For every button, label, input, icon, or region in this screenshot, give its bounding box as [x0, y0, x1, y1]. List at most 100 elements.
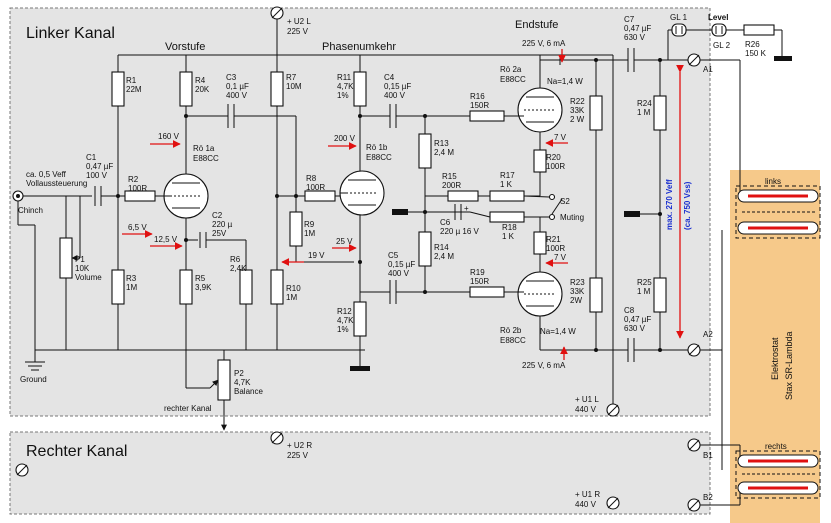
svg-text:400 V: 400 V	[388, 269, 410, 278]
p2-balance-pot[interactable]	[217, 359, 231, 401]
svg-text:1 K: 1 K	[500, 180, 513, 189]
svg-text:10K: 10K	[75, 264, 90, 273]
svg-text:R15: R15	[442, 172, 457, 181]
svg-text:150R: 150R	[470, 101, 489, 110]
svg-text:25V: 25V	[212, 229, 227, 238]
svg-text:R25: R25	[637, 278, 652, 287]
svg-text:+ U1 R: + U1 R	[575, 490, 600, 499]
svg-text:22M: 22M	[126, 85, 142, 94]
r19-resistor	[469, 286, 505, 298]
svg-text:R20: R20	[546, 153, 561, 162]
section-phasenumkehr: Phasenumkehr	[322, 41, 396, 53]
voltage-7v-bottom: 7 V	[545, 253, 568, 267]
svg-text:P1: P1	[75, 255, 85, 264]
svg-text:10M: 10M	[286, 82, 302, 91]
r11-resistor	[353, 71, 367, 107]
svg-text:R8: R8	[306, 174, 317, 183]
svg-text:150 K: 150 K	[745, 49, 767, 58]
svg-text:100R: 100R	[306, 183, 325, 192]
svg-text:rechter Kanal: rechter Kanal	[164, 404, 212, 413]
r20-resistor	[533, 149, 547, 173]
r10-resistor	[270, 269, 284, 305]
svg-text:R14: R14	[434, 243, 449, 252]
svg-text:Balance: Balance	[234, 387, 263, 396]
svg-text:220 µ: 220 µ	[212, 220, 233, 229]
voltage-200v: 200 V	[328, 134, 357, 150]
svg-text:6,5 V: 6,5 V	[128, 223, 147, 232]
svg-text:R1: R1	[126, 76, 137, 85]
svg-text:Rö 2a: Rö 2a	[500, 65, 522, 74]
svg-text:R16: R16	[470, 92, 485, 101]
svg-text:Muting: Muting	[560, 213, 584, 222]
svg-text:E88CC: E88CC	[193, 154, 219, 163]
section-vorstufe: Vorstufe	[165, 41, 205, 53]
svg-text:4,7K: 4,7K	[337, 82, 354, 91]
svg-text:R24: R24	[637, 99, 652, 108]
svg-text:R21: R21	[546, 235, 561, 244]
svg-text:R7: R7	[286, 73, 297, 82]
p1-volume-pot[interactable]	[59, 237, 73, 279]
r15-resistor	[447, 190, 479, 202]
svg-text:225 V: 225 V	[287, 27, 309, 36]
svg-text:C3: C3	[226, 73, 237, 82]
svg-text:B2: B2	[703, 493, 713, 502]
svg-text:Na=1,4 W: Na=1,4 W	[547, 77, 583, 86]
r8-resistor	[304, 190, 336, 202]
r9-resistor	[289, 211, 303, 247]
svg-text:100R: 100R	[128, 184, 147, 193]
svg-text:2W: 2W	[570, 296, 582, 305]
svg-text:7 V: 7 V	[554, 133, 567, 142]
svg-text:630 V: 630 V	[624, 324, 646, 333]
svg-text:GL 1: GL 1	[670, 13, 688, 22]
s2-muting-switch[interactable]	[551, 198, 563, 215]
svg-text:25 V: 25 V	[336, 237, 353, 246]
svg-text:S2: S2	[560, 197, 570, 206]
svg-text:400 V: 400 V	[384, 91, 406, 100]
svg-text:R23: R23	[570, 278, 585, 287]
svg-text:R17: R17	[500, 171, 515, 180]
svg-text:1M: 1M	[126, 283, 137, 292]
r22-resistor	[589, 95, 603, 131]
r4-resistor	[179, 71, 193, 107]
svg-text:+ U2 L: + U2 L	[287, 17, 311, 26]
svg-text:440 V: 440 V	[575, 405, 597, 414]
svg-text:0,1 µF: 0,1 µF	[226, 82, 249, 91]
svg-text:+ U1 L: + U1 L	[575, 395, 599, 404]
svg-text:B1: B1	[703, 451, 713, 460]
svg-text:+: +	[464, 204, 469, 213]
svg-text:R9: R9	[304, 220, 315, 229]
r25-resistor	[653, 277, 667, 313]
right-channel-panel	[9, 431, 711, 515]
r23-resistor	[589, 277, 603, 313]
svg-text:R2: R2	[128, 175, 139, 184]
svg-text:0,47 µF: 0,47 µF	[86, 162, 113, 171]
svg-text:33K: 33K	[570, 106, 585, 115]
svg-text:225 V, 6 mA: 225 V, 6 mA	[522, 39, 566, 48]
svg-text:3,9K: 3,9K	[195, 283, 212, 292]
svg-text:2,4K: 2,4K	[230, 264, 247, 273]
svg-text:630 V: 630 V	[624, 33, 646, 42]
svg-text:(ca. 750 Vss): (ca. 750 Vss)	[683, 181, 692, 230]
svg-text:1 M: 1 M	[637, 287, 651, 296]
svg-text:1%: 1%	[337, 325, 349, 334]
svg-text:4,7K: 4,7K	[337, 316, 354, 325]
svg-text:C6: C6	[440, 218, 451, 227]
svg-text:1 K: 1 K	[502, 232, 515, 241]
svg-text:R13: R13	[434, 139, 449, 148]
svg-text:225 V: 225 V	[287, 451, 309, 460]
svg-text:220 µ 16 V: 220 µ 16 V	[440, 227, 480, 236]
svg-text:C5: C5	[388, 251, 399, 260]
svg-text:Na=1,4 W: Na=1,4 W	[540, 327, 576, 336]
voltage-6-5v: 6,5 V	[122, 223, 153, 238]
svg-text:2,4 M: 2,4 M	[434, 252, 454, 261]
svg-text:rechts: rechts	[765, 442, 787, 451]
svg-text:Vollaussteuerung: Vollaussteuerung	[26, 179, 87, 188]
voltage-12-5v: 12,5 V	[150, 235, 183, 250]
svg-text:R19: R19	[470, 268, 485, 277]
r21-resistor	[533, 231, 547, 255]
svg-text:0,47 µF: 0,47 µF	[624, 315, 651, 324]
svg-text:1%: 1%	[337, 91, 349, 100]
svg-text:R6: R6	[230, 255, 241, 264]
svg-text:100R: 100R	[546, 244, 565, 253]
